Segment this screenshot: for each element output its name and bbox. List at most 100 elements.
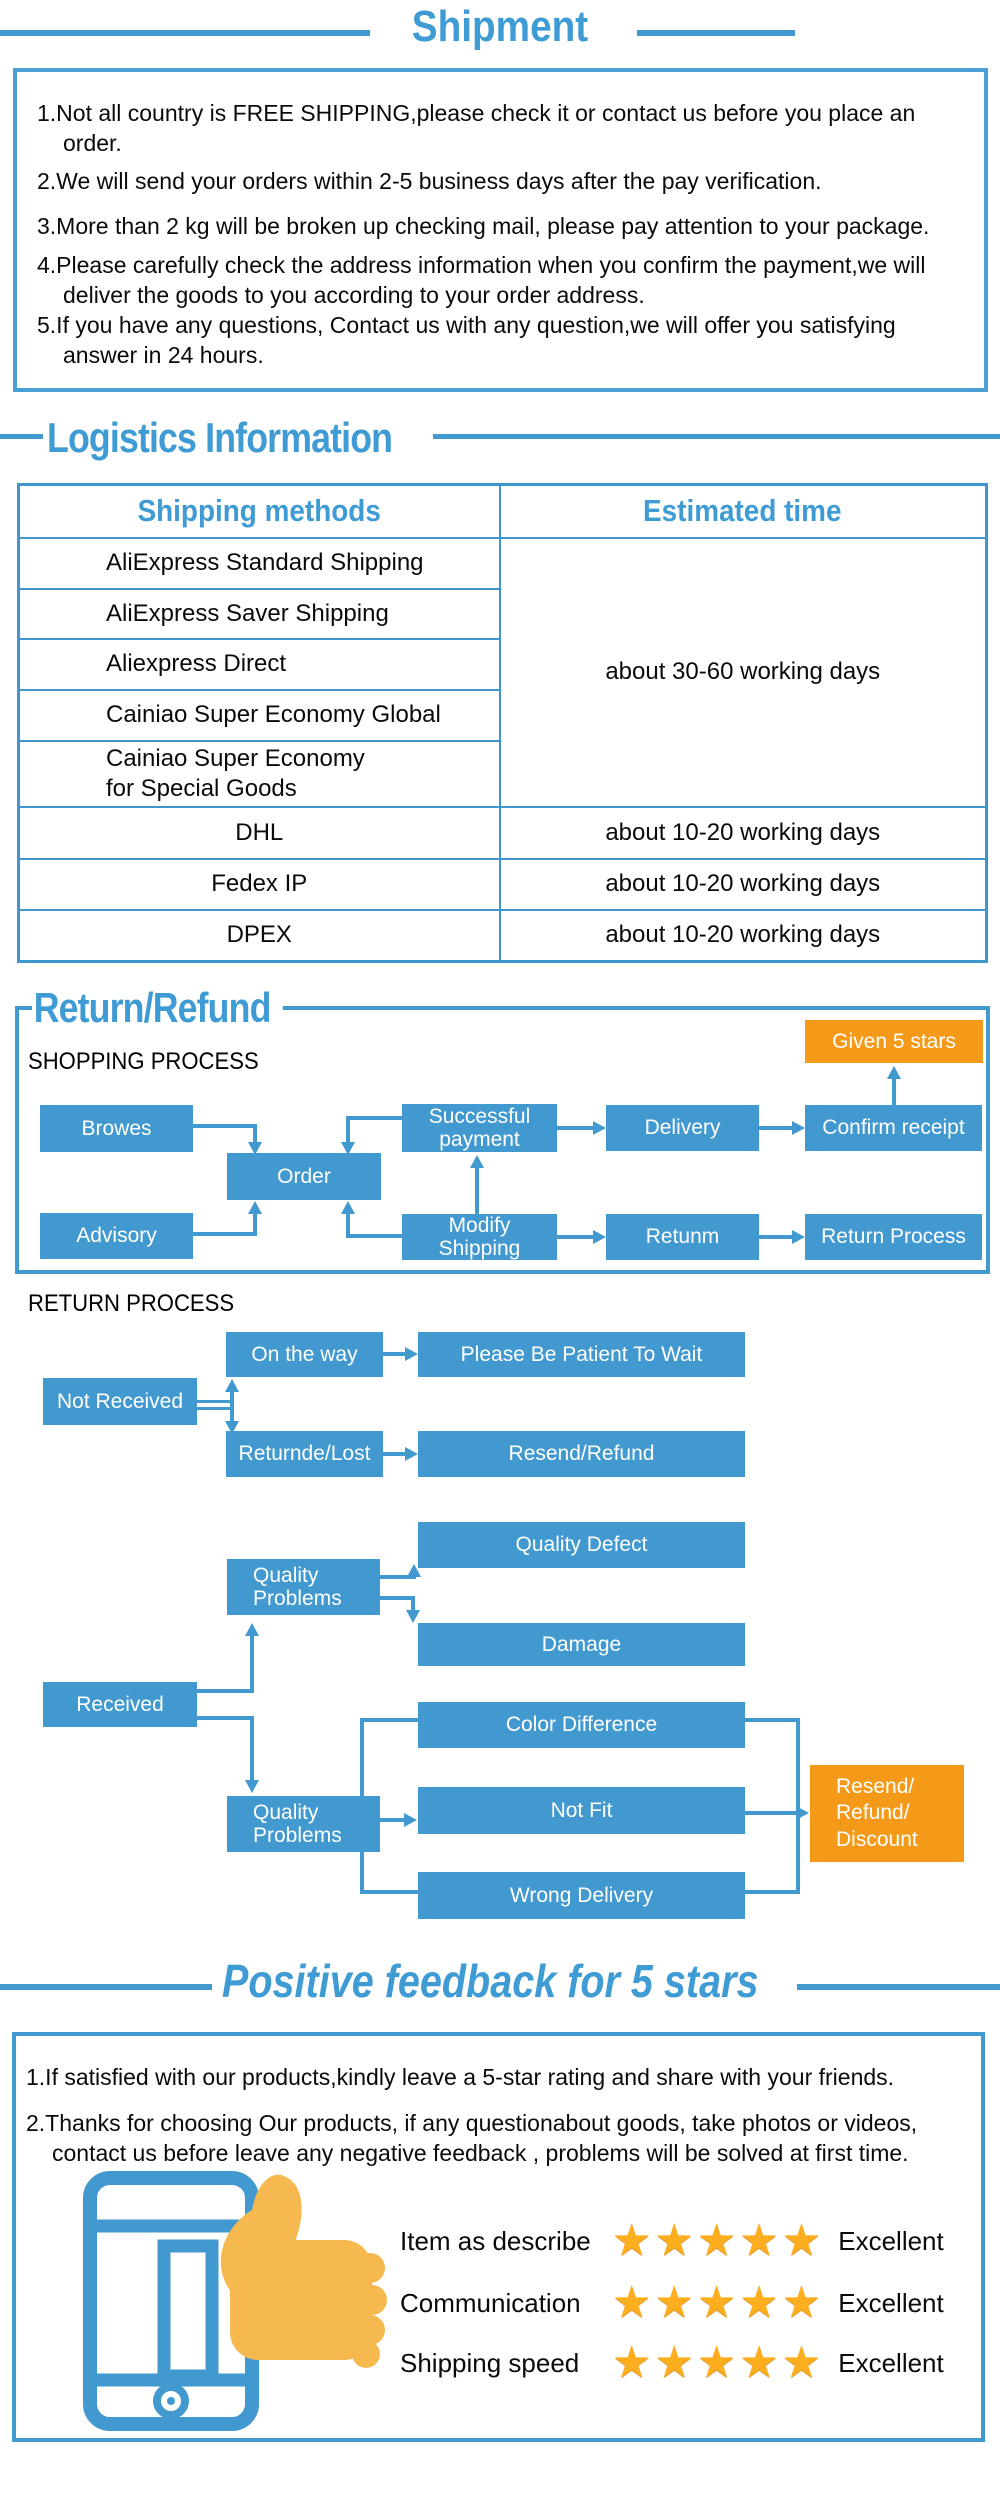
return-process-label: RETURN PROCESS xyxy=(28,1290,235,1317)
flow-node-given-5-stars: Given 5 stars xyxy=(805,1020,983,1063)
arrowhead-right xyxy=(796,1806,812,1820)
feedback-note-2: 2.Thanks for choosing Our products, if a… xyxy=(26,2110,918,2166)
connector-line xyxy=(745,1718,800,1722)
time-cell: about 10-20 working days xyxy=(498,805,988,860)
rating-label: Communication xyxy=(400,2287,581,2318)
table-row: DPEX about 10-20 working days xyxy=(17,908,988,963)
connector-line xyxy=(193,1124,257,1128)
phone-screen xyxy=(157,2239,219,2383)
arrowhead-up xyxy=(470,1152,484,1168)
logistics-title-left-dash xyxy=(0,434,43,439)
arrowhead-right xyxy=(404,1813,420,1827)
method-cell: DHL xyxy=(17,805,501,860)
shipment-notes-box: 1.Not all country is FREE SHIPPING,pleas… xyxy=(13,68,988,392)
connector-line xyxy=(253,1124,257,1144)
col-header-estimated-time: Estimated time xyxy=(498,483,988,539)
connector-line xyxy=(380,1596,414,1600)
connector-line xyxy=(383,1352,407,1356)
method-cell: Cainiao Super Economy Global xyxy=(17,688,501,742)
connector-line xyxy=(745,1811,797,1815)
connector-line xyxy=(197,1407,233,1410)
connector-line xyxy=(892,1074,896,1105)
arrowhead-up xyxy=(225,1376,239,1392)
flow-node-retunm: Retunm xyxy=(606,1214,759,1260)
rating-label: Shipping speed xyxy=(400,2347,580,2378)
flow-node-delivery: Delivery xyxy=(606,1105,759,1151)
connector-line xyxy=(383,1452,407,1456)
arrowhead-right xyxy=(792,1121,808,1135)
arrowhead-down xyxy=(225,1421,239,1437)
flow-node-browes: Browes xyxy=(40,1105,193,1152)
flow-node-received: Received xyxy=(43,1682,197,1727)
connector-line xyxy=(360,1852,364,1894)
table-header-row: Shipping methods Estimated time xyxy=(17,483,988,539)
feedback-section-title: Positive feedback for 5 stars xyxy=(222,1955,759,2007)
feedback-title-left-line xyxy=(0,1984,212,1990)
connector-line xyxy=(360,1890,418,1894)
connector-line xyxy=(346,1210,350,1238)
phone-thumbs-up-icon xyxy=(83,2171,387,2431)
connector-line xyxy=(745,1890,800,1894)
rating-row: Item as describe ★★★★★ Excellent xyxy=(400,2212,975,2270)
table-row: Cainiao Super Economy for Special Goods xyxy=(17,739,987,808)
table-row: DHL about 10-20 working days xyxy=(17,805,988,860)
flow-node-color-difference: Color Difference xyxy=(418,1702,745,1748)
connector-line xyxy=(230,1387,234,1425)
feedback-title-right-line xyxy=(797,1984,1000,1990)
logistics-section-title: Logistics Information xyxy=(47,414,393,461)
method-cell: Cainiao Super Economy for Special Goods xyxy=(17,739,501,808)
arrowhead-right xyxy=(792,1230,808,1244)
arrowhead-up xyxy=(341,1198,355,1214)
connector-line xyxy=(380,1818,408,1822)
method-cell: Fedex IP xyxy=(17,857,501,911)
method-cell: AliExpress Saver Shipping xyxy=(17,587,501,640)
connector-line xyxy=(348,1116,402,1120)
flow-node-please-wait: Please Be Patient To Wait xyxy=(418,1332,745,1377)
arrowhead-up xyxy=(245,1620,259,1636)
method-cell: DPEX xyxy=(17,908,501,963)
connector-line xyxy=(759,1235,795,1239)
flow-node-not-received: Not Received xyxy=(43,1378,197,1425)
arrowhead-down xyxy=(406,1610,420,1626)
flow-node-confirm-receipt: Confirm receipt xyxy=(805,1105,982,1151)
shipment-title-right-line xyxy=(637,30,795,36)
group-time-cell: about 30-60 working days xyxy=(498,536,988,808)
arrowhead-up xyxy=(407,1561,421,1577)
flow-node-returnde-lost: Returnde/Lost xyxy=(226,1431,383,1477)
connector-line xyxy=(250,1716,254,1782)
flow-node-on-the-way: On the way xyxy=(226,1332,383,1377)
connector-line xyxy=(557,1126,595,1130)
arrowhead-down xyxy=(245,1780,259,1796)
time-cell: about 10-20 working days xyxy=(498,857,988,911)
connector-line xyxy=(197,1400,233,1403)
flow-node-wrong-delivery: Wrong Delivery xyxy=(418,1872,745,1919)
arrowhead-down xyxy=(248,1142,262,1158)
table-row: Fedex IP about 10-20 working days xyxy=(17,857,988,911)
shopping-process-label: SHOPPING PROCESS xyxy=(28,1048,259,1075)
table-row: Aliexpress Direct xyxy=(17,637,987,691)
connector-line xyxy=(557,1235,595,1239)
method-cell: Aliexpress Direct xyxy=(17,637,501,691)
star-rating: ★★★★★ xyxy=(612,2278,825,2327)
rating-grade: Excellent xyxy=(838,2287,944,2318)
flow-node-order: Order xyxy=(227,1153,381,1200)
flow-node-resend-refund: Resend/Refund xyxy=(418,1431,745,1477)
logistics-title-right-line xyxy=(433,434,1000,439)
connector-line xyxy=(253,1210,257,1236)
flow-node-quality-problems-1: Quality Problems xyxy=(227,1559,380,1615)
method-cell: AliExpress Standard Shipping xyxy=(17,536,501,590)
shipment-note-2: 2.We will send your orders within 2-5 bu… xyxy=(37,168,822,194)
connector-line xyxy=(411,1596,415,1612)
feedback-note-1: 1.If satisfied with our products,kindly … xyxy=(26,2064,895,2090)
arrowhead-right xyxy=(593,1230,609,1244)
flow-node-not-fit: Not Fit xyxy=(418,1787,745,1834)
shipment-note-1: 1.Not all country is FREE SHIPPING,pleas… xyxy=(37,100,916,156)
shipment-note-3: 3.More than 2 kg will be broken up check… xyxy=(37,213,930,239)
arrowhead-right xyxy=(593,1121,609,1135)
shipment-note-5: 5.If you have any questions, Contact us … xyxy=(37,312,896,368)
arrowhead-right xyxy=(405,1347,421,1361)
return-refund-section-title: Return/Refund xyxy=(32,984,283,1032)
arrowhead-right xyxy=(405,1447,421,1461)
connector-line xyxy=(193,1232,257,1236)
